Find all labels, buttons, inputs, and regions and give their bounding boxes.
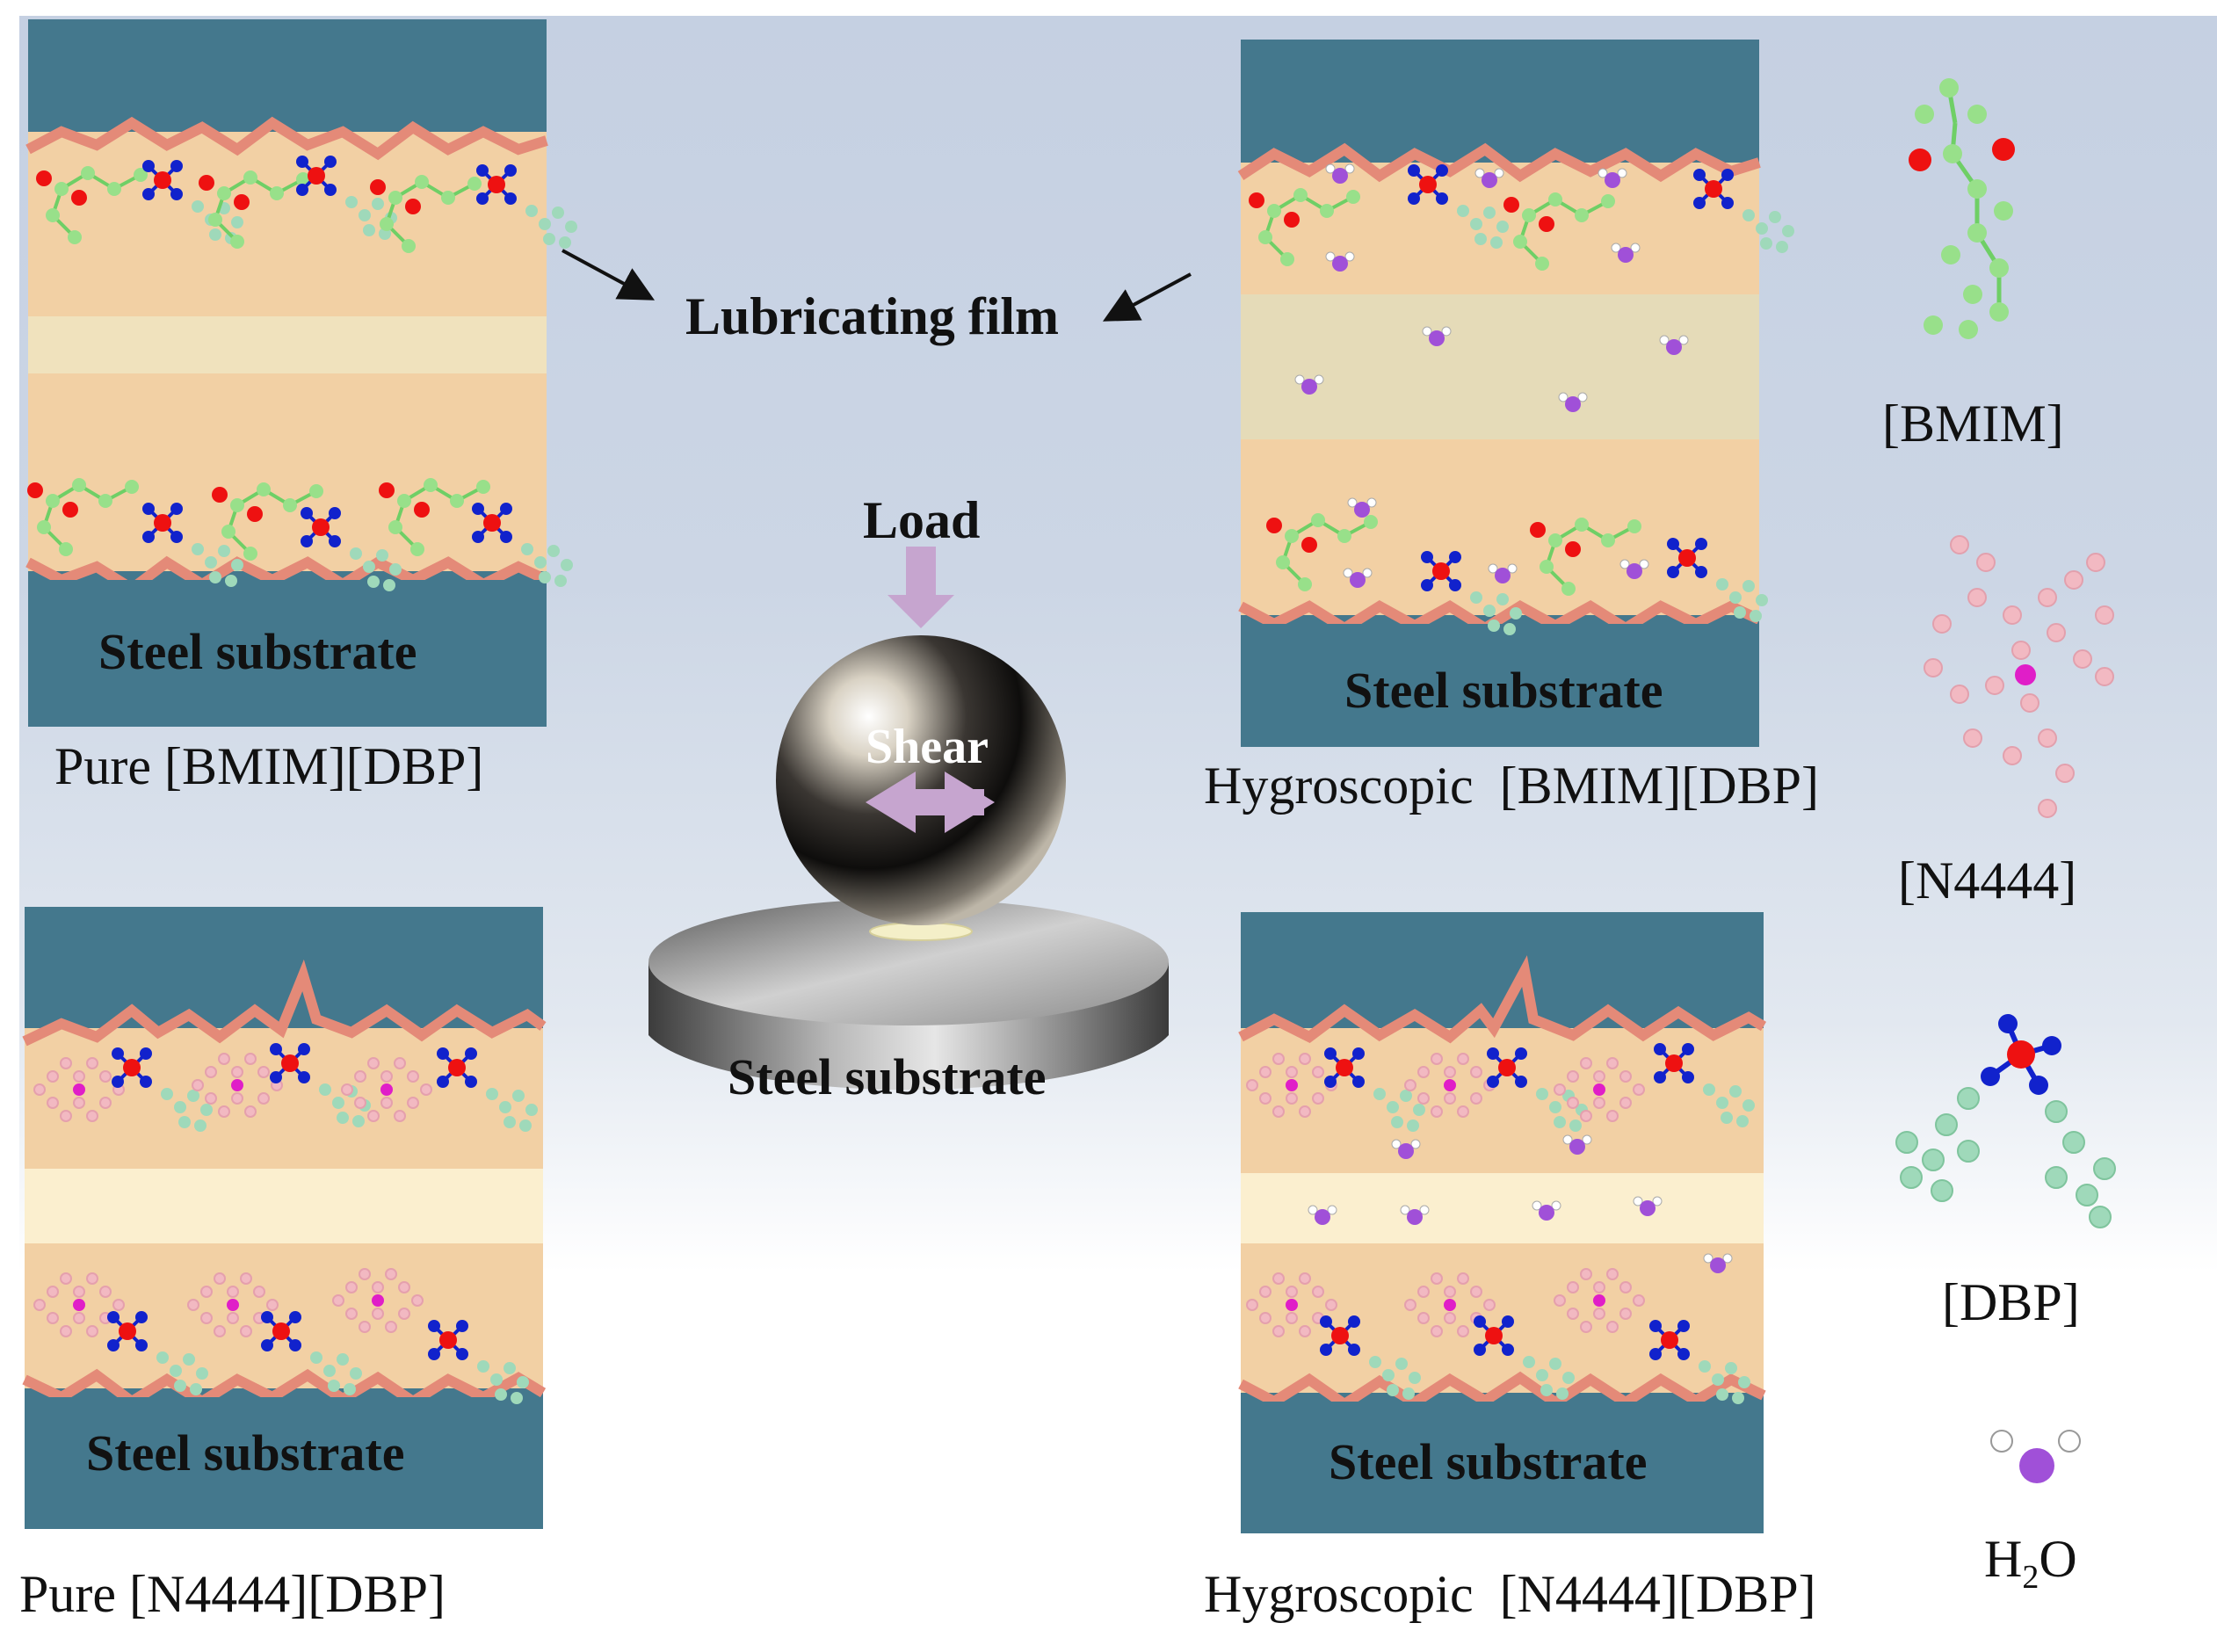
legend-water-subscript: 2 (2022, 1559, 2039, 1596)
legend-dbp-molecule (1895, 1014, 2116, 1228)
shear-arrow (866, 772, 995, 833)
disk-steel-substrate-label: Steel substrate (728, 1048, 1047, 1105)
legend-n4444-molecule (1924, 535, 2114, 818)
load-label: Load (863, 491, 981, 549)
panel-hygroscopic-bmim-dbp (1237, 40, 1796, 747)
steel-ball (776, 635, 1066, 941)
caption-hygroscopic-n4444-dbp: Hygroscopic [N4444][DBP] (1204, 1565, 1816, 1623)
panel-hygroscopic-n4444-dbp (1238, 912, 1767, 1533)
load-arrow (888, 547, 954, 628)
steel-disk (648, 899, 1169, 1090)
legend-water-label: H2O (1984, 1529, 2077, 1597)
caption-hygroscopic-bmim-dbp: Hygroscopic [BMIM][DBP] (1204, 757, 1819, 815)
caption-pure-bmim-dbp: Pure [BMIM][DBP] (54, 737, 484, 795)
steel-substrate-label-top-right: Steel substrate (1344, 662, 1663, 719)
legend-bmim-label: [BMIM] (1882, 395, 2064, 453)
panel-pure-bmim-dbp (25, 19, 579, 727)
lubricating-film-label: Lubricating film (685, 287, 1060, 345)
steel-substrate-label-bottom-left: Steel substrate (86, 1424, 405, 1482)
film-pointer-arrows (561, 249, 1192, 322)
caption-pure-n4444-dbp: Pure [N4444][DBP] (19, 1565, 446, 1623)
panel-pure-n4444-dbp (22, 907, 547, 1529)
legend-water-molecule (1990, 1430, 2081, 1483)
legend-n4444-label: [N4444] (1898, 851, 2077, 909)
legend-bmim-molecule (1909, 78, 2015, 339)
steel-substrate-label-bottom-right: Steel substrate (1329, 1433, 1648, 1490)
legend-water-h: H (1984, 1530, 2023, 1588)
legend-water-o: O (2039, 1530, 2077, 1588)
legend-dbp-label: [DBP] (1942, 1273, 2080, 1331)
shear-label: Shear (866, 720, 989, 774)
steel-substrate-label-top-left: Steel substrate (98, 623, 417, 680)
